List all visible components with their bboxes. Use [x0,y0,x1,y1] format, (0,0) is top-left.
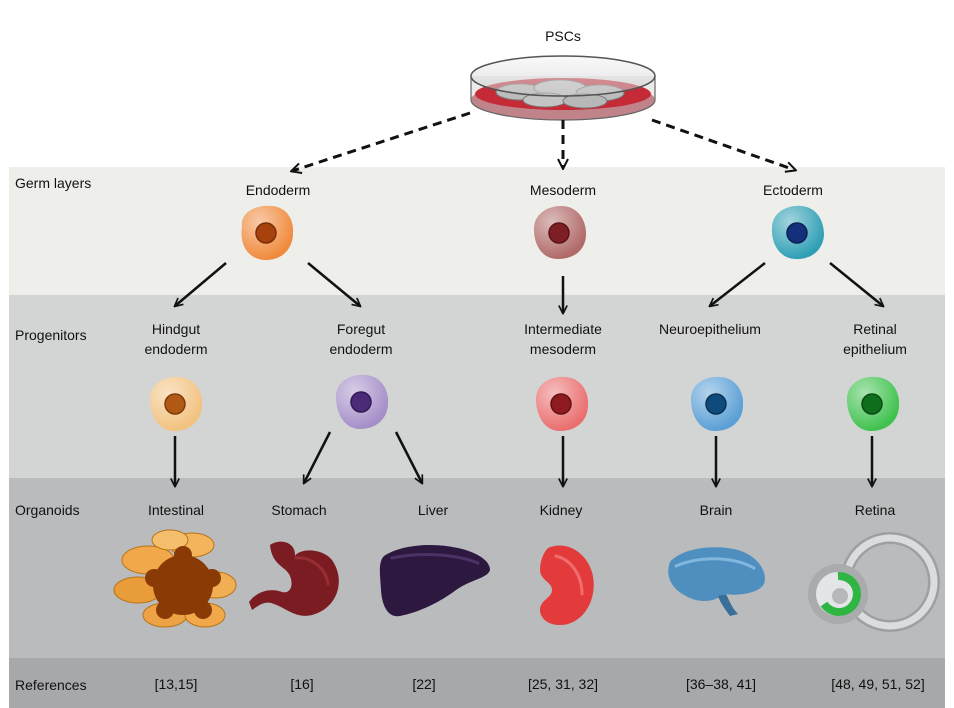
arrow-psc-to-endoderm [292,111,471,171]
arrow-ectoderm-to-neuroepithelium [710,262,766,306]
brain-organoid-icon [668,547,765,616]
arrow-foregut-to-liver [394,431,422,483]
neuroepithelium-cell-icon [691,376,744,431]
intermediate-mesoderm-cell-icon [536,376,589,431]
arrow-foregut-to-stomach [304,431,332,483]
reference-kidney: [25, 31, 32] [527,676,599,692]
organoid-label-stomach: Stomach [271,502,327,518]
organoid-label-liver: Liver [417,502,449,518]
reference-brain: [36–38, 41] [685,676,757,692]
arrow-endoderm-to-hindgut [175,262,227,306]
row-label-germ-layers: Germ layers [15,175,92,191]
retina-organoid-icon [808,532,940,632]
stomach-organoid-icon [249,541,339,616]
progenitor-label-retinal-epithelium: Retinal epithelium [843,321,907,357]
ectoderm-cell-icon [771,205,824,260]
arrow-ectoderm-to-retinal [829,262,883,306]
reference-liver: [22] [412,676,436,692]
row-label-organoids: Organoids [15,502,80,518]
kidney-organoid-icon [540,545,594,626]
retinal-epithelium-cell-icon [847,376,900,431]
progenitor-label-foregut: Foregut endoderm [329,321,393,357]
progenitor-label-hindgut: Hindgut endoderm [144,321,208,357]
germ-label-endoderm: Endoderm [245,182,311,198]
intestinal-organoid-icon [113,529,237,628]
organoid-label-brain: Brain [699,502,733,518]
hindgut-cell-icon [150,376,203,431]
progenitor-label-intermediate-mesoderm: Intermediate mesoderm [524,321,602,357]
liver-organoid-icon [379,544,490,617]
arrow-endoderm-to-foregut [307,262,360,306]
germ-label-mesoderm: Mesoderm [529,182,597,198]
references-band [9,658,945,708]
petri-dish-icon [470,55,656,121]
mesoderm-cell-icon [534,206,586,259]
progenitor-label-neuroepithelium: Neuroepithelium [659,321,761,337]
organoid-label-retina: Retina [854,502,896,518]
reference-intestinal: [13,15] [154,676,198,692]
foregut-cell-icon [336,374,389,429]
reference-retina: [48, 49, 51, 52] [831,676,925,692]
germ-label-ectoderm: Ectoderm [763,182,823,198]
row-label-references: References [15,677,87,693]
reference-stomach: [16] [290,676,314,692]
organoid-label-intestinal: Intestinal [147,502,205,518]
endoderm-cell-icon [241,205,294,260]
row-label-progenitors: Progenitors [15,327,87,343]
psc-label: PSCs [545,28,581,44]
arrow-psc-to-ectoderm [651,118,795,170]
organoid-label-kidney: Kidney [539,502,583,518]
